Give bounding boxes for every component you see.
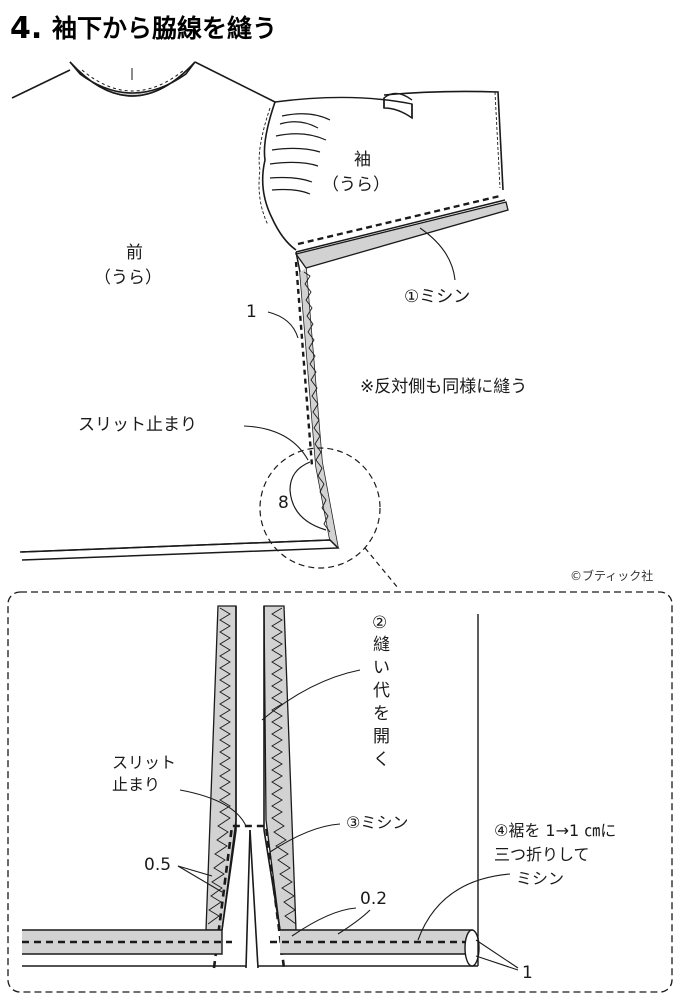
seam-05-label: 0.5 bbox=[144, 855, 171, 875]
step3-label: ③ミシン bbox=[346, 813, 408, 832]
step-title: 袖下から脇線を縫う bbox=[52, 14, 277, 43]
copyright-label: ©ブティック社 bbox=[570, 568, 653, 583]
slit-stop-label: スリット止まり bbox=[78, 415, 197, 435]
seam-1b-label: 1 bbox=[522, 963, 533, 983]
slit-stop-label-2b: 止まり bbox=[112, 775, 160, 794]
garment-illustration bbox=[11, 61, 509, 589]
step2-num: ② bbox=[372, 613, 387, 633]
step4-line1: ④裾を 1→1 ㎝に bbox=[494, 821, 616, 840]
step4-line3: ミシン bbox=[516, 869, 564, 888]
sleeve-label: 袖 bbox=[354, 150, 371, 170]
step2-char2: い bbox=[373, 658, 390, 678]
step2-char1: 縫 bbox=[373, 635, 390, 655]
seam-1-label: 1 bbox=[246, 302, 257, 322]
step2-char3: 代 bbox=[373, 681, 390, 701]
slit-stop-label-2a: スリット bbox=[112, 753, 176, 772]
step1-label: ①ミシン bbox=[404, 287, 470, 307]
sleeve-side-label: （うら） bbox=[322, 175, 390, 195]
step2-char5: 開 bbox=[373, 727, 390, 747]
step-number: 4. bbox=[10, 11, 42, 46]
step2-char6: く bbox=[373, 750, 390, 770]
step2-char4: を bbox=[373, 704, 390, 724]
note-label: ※反対側も同様に縫う bbox=[360, 377, 527, 397]
front-side-label: （うら） bbox=[94, 268, 162, 288]
front-label: 前 bbox=[126, 243, 143, 263]
detail-panel bbox=[7, 591, 673, 993]
seam-02-label: 0.2 bbox=[360, 889, 387, 909]
step4-line2: 三つ折りして bbox=[494, 845, 590, 864]
seam-8-label: 8 bbox=[278, 493, 289, 513]
